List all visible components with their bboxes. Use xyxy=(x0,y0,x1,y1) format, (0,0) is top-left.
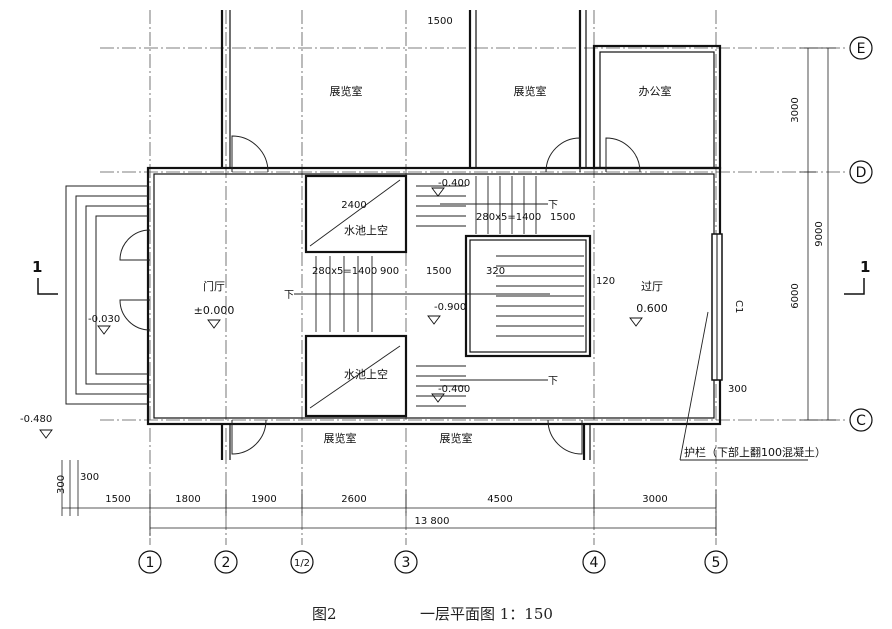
figure-title: 一层平面图 1：150 xyxy=(420,605,553,623)
room-office: 办公室 xyxy=(639,84,672,98)
dim-320: 320 xyxy=(486,266,505,277)
axis-label-3: 3 xyxy=(402,555,411,571)
bottom-dimensions xyxy=(61,460,717,536)
dim-r-9000: 9000 xyxy=(814,221,825,246)
dim-1500-mid: 1500 xyxy=(426,266,451,277)
room-exhibit-c: 展览室 xyxy=(324,431,357,445)
dim-900: 900 xyxy=(380,266,399,277)
level-entrance: -0.030 xyxy=(88,314,120,325)
level-markers xyxy=(39,187,643,439)
room-pool-top: 水池上空 xyxy=(344,223,388,237)
entrance-steps xyxy=(65,185,148,405)
room-foyer-level: ±0.000 xyxy=(194,304,235,317)
stair-run-left: 280x5=1400 xyxy=(312,266,377,277)
section-mark-right: 1 xyxy=(860,258,870,276)
dim-b-1500: 1500 xyxy=(105,494,130,505)
level-landing-bottom: -0.400 xyxy=(438,384,470,395)
room-hall: 过厅 xyxy=(641,280,663,293)
figure-number: 图2 xyxy=(312,605,337,623)
right-dimensions xyxy=(800,47,836,421)
axis-label-1-2: 1/2 xyxy=(294,558,310,569)
guardrail-leader xyxy=(679,311,808,461)
dim-r-3000: 3000 xyxy=(790,97,801,122)
dim-120: 120 xyxy=(596,276,615,287)
room-exhibit-a: 展览室 xyxy=(330,84,363,98)
dim-1500-right: 1500 xyxy=(550,212,575,223)
room-foyer: 门厅 xyxy=(203,279,225,293)
section-markers xyxy=(37,278,865,295)
dim-pool-2400: 2400 xyxy=(341,200,366,211)
dim-top-1500: 1500 xyxy=(427,16,452,27)
stair-run-upper: 280x5=1400 xyxy=(476,212,541,223)
level-landing-mid: -0.900 xyxy=(434,302,466,313)
window-tag: C1 xyxy=(733,300,744,313)
dim-b-1900: 1900 xyxy=(251,494,276,505)
level-landing-top: -0.400 xyxy=(438,178,470,189)
axis-label-2: 2 xyxy=(222,555,231,571)
axis-label-5: 5 xyxy=(712,555,721,571)
room-exhibit-d: 展览室 xyxy=(440,431,473,445)
dim-total: 13 800 xyxy=(415,516,450,527)
dim-w-300b: 300 xyxy=(80,472,99,483)
section-mark-left: 1 xyxy=(32,258,42,276)
guardrail-note: 护栏（下部上翻100混凝土） xyxy=(684,445,826,459)
axis-label-e: E xyxy=(857,41,866,57)
axis-bubbles xyxy=(138,36,873,574)
room-hall-level: 0.600 xyxy=(636,302,668,315)
stairs xyxy=(294,176,584,409)
room-pool-bottom: 水池上空 xyxy=(344,367,388,381)
axis-label-1: 1 xyxy=(146,555,155,571)
axis-label-c: C xyxy=(856,413,866,429)
stair-down-3: 下 xyxy=(548,376,558,387)
dim-b-2600: 2600 xyxy=(341,494,366,505)
dim-300-window: 300 xyxy=(728,384,747,395)
stair-down-1: 下 xyxy=(548,200,558,211)
dim-r-6000: 6000 xyxy=(790,283,801,308)
dim-w-300: 300 xyxy=(56,475,67,494)
window-c1 xyxy=(711,233,723,381)
level-outside: -0.480 xyxy=(20,414,52,425)
walls xyxy=(146,10,722,460)
dim-b-1800: 1800 xyxy=(175,494,200,505)
axis-lines xyxy=(100,10,845,545)
dim-b-4500: 4500 xyxy=(487,494,512,505)
axis-label-4: 4 xyxy=(590,555,599,571)
doors xyxy=(119,135,641,455)
stair-down-2: 下 xyxy=(284,290,294,301)
room-exhibit-b: 展览室 xyxy=(514,84,547,98)
axis-label-d: D xyxy=(856,165,867,181)
dim-b-3000: 3000 xyxy=(642,494,667,505)
